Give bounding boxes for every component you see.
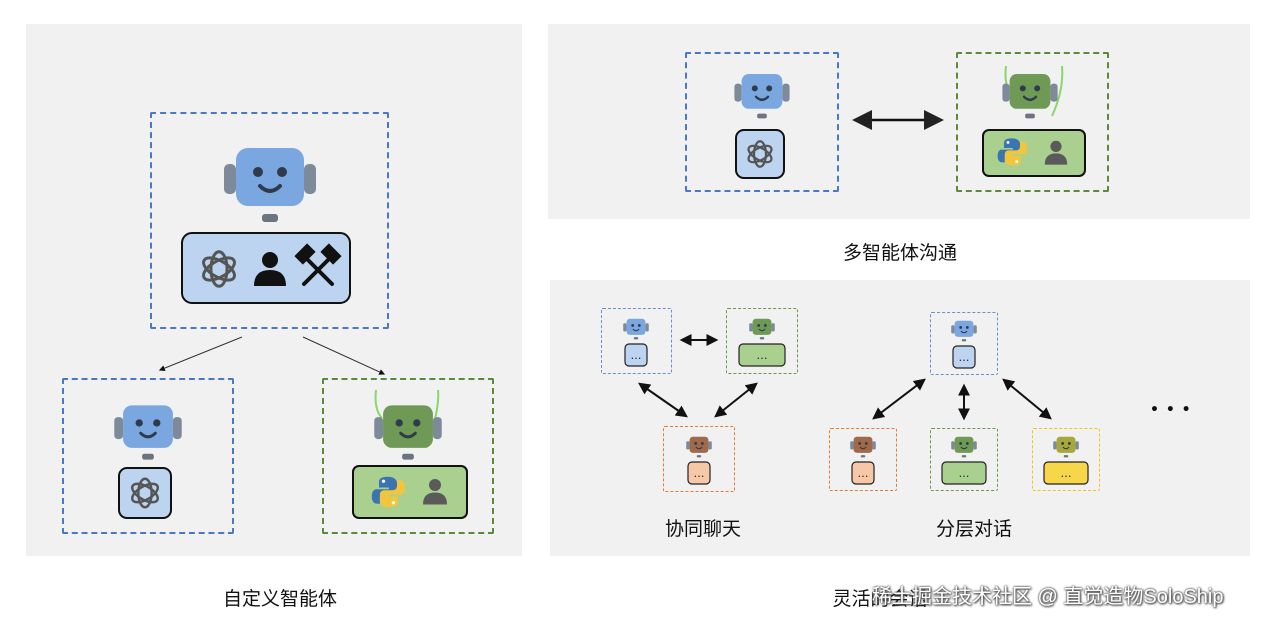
caption-multi-agent-comm: 多智能体沟通 <box>842 242 957 264</box>
robot-icon <box>1001 72 1059 120</box>
hier-yellow-box <box>1032 428 1100 491</box>
message-box <box>941 461 987 485</box>
message-text: … <box>631 349 642 362</box>
robot-icon <box>849 436 877 458</box>
capability-tray <box>118 467 172 519</box>
robot-icon <box>224 148 316 222</box>
capability-tray <box>735 129 785 179</box>
comm-green-agent-box <box>956 52 1109 192</box>
message-text: … <box>959 351 970 364</box>
caption-custom-agent: 自定义智能体 <box>222 588 337 610</box>
tools-icon <box>294 243 342 286</box>
collab-blue-box <box>601 308 672 374</box>
arrow-icon <box>638 382 688 418</box>
arrow-icon <box>1002 378 1052 420</box>
arrow-icon <box>872 378 926 420</box>
message-box <box>687 461 711 485</box>
green-agent-box <box>322 378 494 534</box>
blue-agent-box <box>62 378 234 534</box>
hier-green-box <box>930 428 998 491</box>
more-marker: • • • <box>1150 402 1192 418</box>
message-text: … <box>959 467 970 480</box>
message-text: … <box>757 349 768 362</box>
message-box <box>952 345 976 369</box>
message-text: … <box>858 467 869 480</box>
arrow-icon <box>158 336 243 371</box>
robot-icon <box>112 403 184 462</box>
robot-icon <box>685 436 713 458</box>
message-box <box>851 461 875 485</box>
robot-icon <box>733 72 791 120</box>
robot-icon <box>372 403 444 462</box>
message-text: … <box>694 467 705 480</box>
robot-icon <box>950 320 978 342</box>
robot-icon <box>950 436 978 458</box>
caption-hierarchical-chat: 分层对话 <box>935 518 1012 540</box>
collab-green-box <box>726 308 798 374</box>
hier-blue-box <box>930 312 998 375</box>
comm-blue-agent-box <box>685 52 839 192</box>
robot-icon <box>622 318 650 340</box>
caption-collab-chat: 协同聊天 <box>664 518 741 540</box>
main-agent-box <box>150 112 389 329</box>
collab-orange-box <box>663 426 735 492</box>
caption-flexible-chat: 灵活的会话 <box>832 588 928 610</box>
message-box <box>624 343 648 367</box>
message-box <box>1043 461 1089 485</box>
message-text: … <box>1061 467 1072 480</box>
robot-icon <box>1052 436 1080 458</box>
message-box <box>738 343 786 367</box>
capability-tray <box>352 465 468 519</box>
hier-orange-box <box>829 428 897 491</box>
robot-icon <box>748 318 776 340</box>
arrow-icon <box>714 382 758 418</box>
watermark: 稀土掘金技术社区 @ 直觉造物SoloShip <box>872 586 1224 608</box>
arrow-icon <box>302 336 386 375</box>
